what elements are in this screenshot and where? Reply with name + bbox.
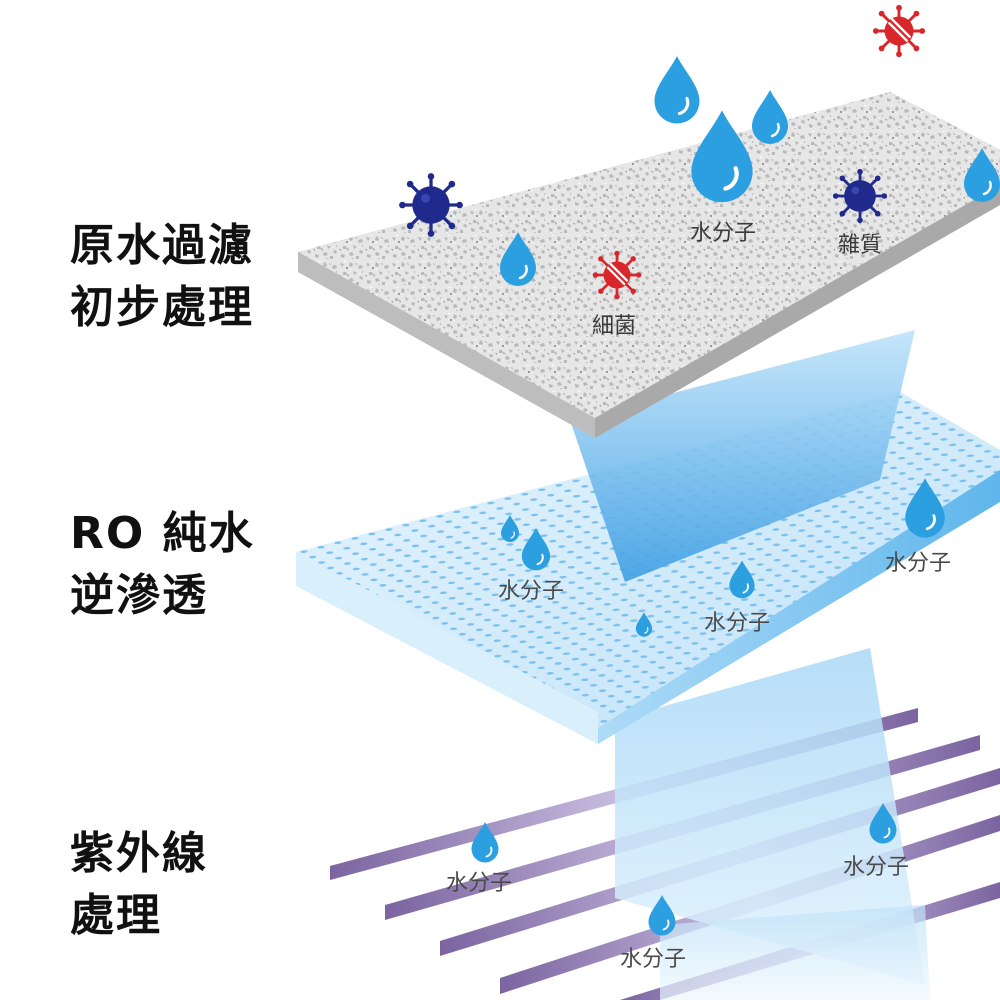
water-beam-bottom	[660, 905, 930, 1000]
stage-title-raw-water-filtration: 原水過濾 初步處理	[70, 215, 254, 339]
water-beam-upper	[570, 330, 915, 582]
stage-title-line: 逆滲透	[70, 570, 208, 621]
water-molecule-label: 水分子	[704, 611, 770, 636]
water-molecule-label: 水分子	[498, 579, 564, 604]
stage-title-line: 處理	[70, 890, 162, 941]
impurity-icon	[832, 168, 888, 224]
bacteria-icon	[591, 249, 643, 301]
sediment-filter	[298, 92, 1000, 438]
water-beam-lower	[615, 648, 925, 985]
water-molecule-label: 水分子	[690, 221, 756, 246]
stage-title-ro-reverse-osmosis: RO 純水 逆滲透	[70, 503, 255, 627]
impurity-label: 雜質	[838, 233, 882, 258]
water-molecule-label: 水分子	[885, 551, 951, 576]
stage-title-uv-treatment: 紫外線 處理	[70, 823, 208, 947]
bacteria-label: 細菌	[592, 314, 636, 339]
bacteria-icon	[871, 3, 927, 59]
water-molecule-label: 水分子	[620, 947, 686, 972]
water-drop-icon	[652, 55, 702, 126]
stage-title-line: 初步處理	[70, 282, 254, 333]
water-drop-icon	[750, 90, 790, 146]
water-molecule-label: 水分子	[446, 871, 512, 896]
water-molecule-label: 水分子	[843, 855, 909, 880]
diagram-labels: 水分子 雜質 細菌 水分子 水分子 水分子 水分子 水分子 水分子	[446, 221, 951, 972]
water-drop-icon	[691, 110, 752, 202]
impurity-icon	[398, 172, 464, 238]
stage-title-line: RO 純水	[70, 508, 255, 559]
stage-title-line: 原水過濾	[70, 220, 254, 271]
stage-title-line: 紫外線	[70, 828, 208, 879]
